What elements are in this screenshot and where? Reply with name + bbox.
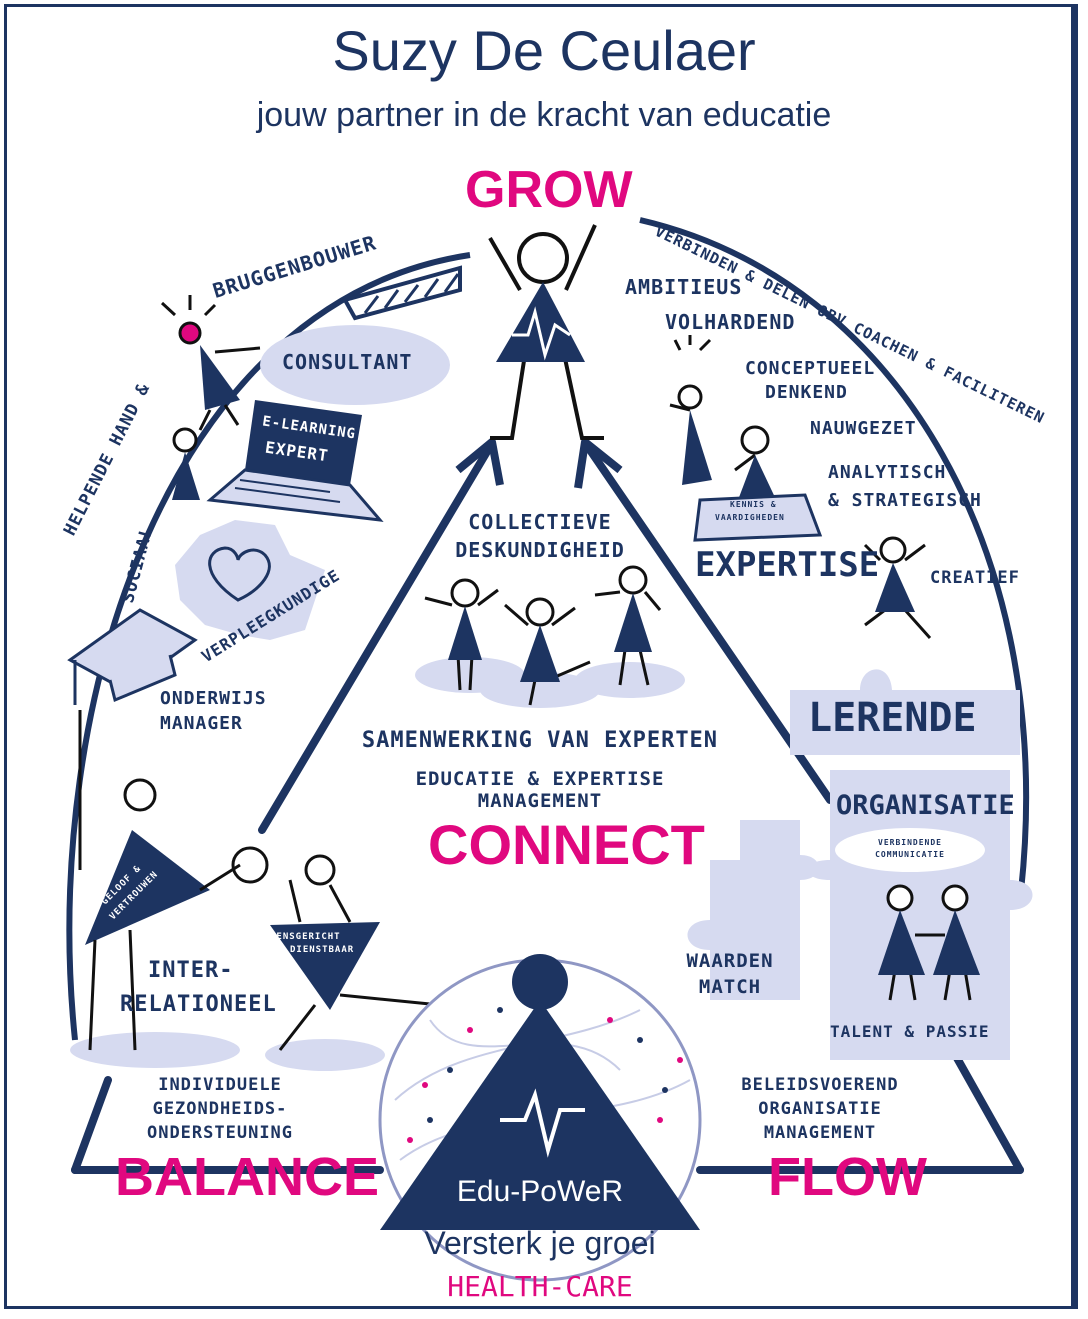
logo-sector: HEALTH-CARE [447,1270,633,1303]
grow-figure-body [496,282,585,362]
label-individuele-1: INDIVIDUELE [158,1075,282,1095]
label-expertise: EXPERTISE [695,545,880,585]
label-inter-2: RELATIONEEL [120,992,277,1017]
center-figure-bodies [448,593,652,682]
label-beleid-3: MANAGEMENT [763,1123,877,1143]
label-organisatie: ORGANISATIE [836,790,1015,821]
label-waarden-2: MATCH [698,976,762,998]
laptop [206,400,384,522]
page-title: Suzy De Ceulaer [332,19,756,82]
trait-ambitieus: AMBITIEUS [625,275,743,299]
label-connect: CONNECT [428,813,705,876]
trait-volhardend: VOLHARDEND [665,310,796,334]
trait-nauwgezet: NAUWGEZET [810,418,917,439]
label-individuele-3: ONDERSTEUNING [146,1123,294,1143]
logo-name: Edu-PoWeR [456,1175,624,1208]
center-shadows [415,657,685,708]
arrow-head-left [455,438,504,486]
expertise-plaque [693,493,823,542]
label-educatie-2: MANAGEMENT [477,790,603,812]
heart-icon [208,546,271,602]
label-balance: BALANCE [115,1147,379,1207]
label-kennis-2: VAARDIGHEDEN [715,513,785,522]
edu-power-logo [378,954,702,1282]
gear-shape [175,520,325,640]
label-talent: TALENT & PASSIE [830,1022,990,1041]
logo-tagline: Versterk je groei [424,1225,656,1261]
grow-figure [488,224,604,440]
label-waarden-1: WAARDEN [686,950,774,972]
label-beleid-1: BELEIDSVOEREND [741,1075,899,1095]
label-lerende: LERENDE [808,695,977,741]
trait-conceptueel-2: DENKEND [765,382,848,403]
label-collectieve-2: DESKUNDIGHEID [455,538,625,562]
label-educatie-1: EDUCATIE & EXPERTISE [415,768,665,790]
page-subtitle: jouw partner in de kracht van educatie [256,96,832,134]
trait-analytisch-1: ANALYTISCH [828,462,947,483]
label-mens-1: MENSGERICHT [270,932,341,942]
balance-figure-left-body [85,830,210,945]
label-grow: GROW [465,161,633,219]
label-individuele-2: GEZONDHEIDS- [152,1099,288,1119]
trait-analytisch-2: & STRATEGISCH [828,490,982,511]
bridge-hatch [342,265,462,321]
label-samenwerking: SAMENWERKING VAN EXPERTEN [361,728,719,753]
label-collectieve-1: COLLECTIEVE [468,510,612,534]
trait-creatief: CREATIEF [930,568,1020,588]
label-verbindende-1: VERBINDENDE [878,838,942,847]
label-kennis-1: KENNIS & [730,500,777,509]
outer-arc-right [639,217,1030,901]
role-onderwijs-1: ONDERWIJS [160,688,267,709]
outer-arc [66,252,471,1041]
balance-shadows [70,1032,385,1071]
label-mens-2: DIENSTBAAR [290,945,355,955]
role-onderwijs-2: MANAGER [160,713,243,734]
label-flow: FLOW [768,1147,927,1207]
graduation-cap-icon [67,608,198,705]
role-consultant: CONSULTANT [282,350,413,374]
consultant-bubble [260,325,450,405]
verbindende-bubble [835,828,985,872]
trait-conceptueel-1: CONCEPTUEEL [745,358,876,379]
balance-figure-right-body [270,922,380,1010]
label-verbindende-2: COMMUNICATIE [875,850,945,859]
label-inter-1: INTER- [148,958,234,983]
arrow-head-right [574,438,623,489]
center-figures [424,565,662,706]
label-beleid-2: ORGANISATIE [758,1099,882,1119]
